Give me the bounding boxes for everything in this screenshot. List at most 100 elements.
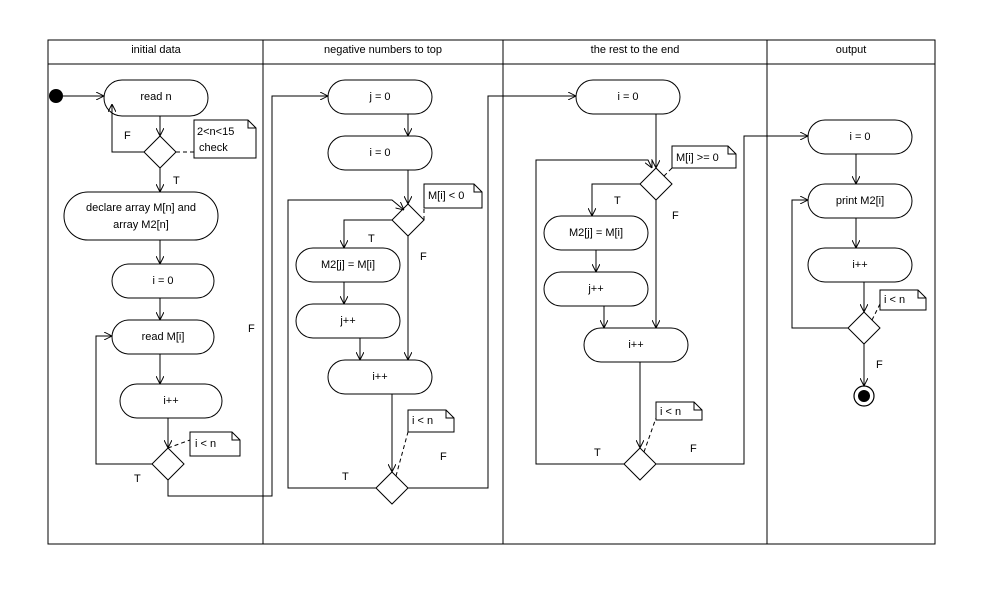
lane-title-output: output [836,44,867,56]
action-label: M2[j] = M[i] [569,227,623,239]
edge [408,96,576,489]
edge [95,336,152,465]
action-label: j++ [587,283,603,295]
note-link [395,431,409,477]
action-j-increment [543,271,649,307]
action-label: i = 0 [152,275,173,287]
action-label: array M2[n] [113,219,169,231]
action-read-mi [111,319,215,355]
note-negative [423,183,483,209]
edge [592,183,640,216]
action-j-increment [295,303,401,339]
guard-label: F [440,451,447,463]
action-i-increment [119,383,223,419]
guard-label: T [614,195,621,207]
swimlanes: initial data negative numbers to top the… [47,39,936,545]
action-print-m2 [807,183,913,219]
note-fold [445,410,454,419]
guard-label: F [124,130,131,142]
action-i-zero [575,79,681,115]
note-link [167,439,191,449]
guard-label: T [134,473,141,485]
action-label: declare array M[n] and [86,202,196,214]
lane-rest-to-end: i = 0 M[i] >= 0 T F M2[j] = M[i] j++ i++… [535,79,808,481]
lane-output: i = 0 print M2[i] i++ i < n F [791,119,927,407]
action-label: print M2[i] [836,195,884,207]
lane-initial-data: read n F 2<n<15 check T declare array M[… [49,79,328,497]
lane-title-rest-to-end: the rest to the end [591,44,680,56]
note-link [643,417,657,453]
guard-label: F [690,443,697,455]
decision-loop [151,447,185,481]
action-i-increment [327,359,433,395]
decision-check-n [143,135,177,169]
note-fold [473,184,482,193]
note-label: 2<n<15 [197,126,234,138]
note-label: M[i] < 0 [428,190,464,202]
edge [167,96,328,497]
guard-label: T [368,233,375,245]
note-link [663,167,673,177]
guard-label: F [876,359,883,371]
note-loop [407,409,455,433]
note-fold [693,402,702,411]
guard-label: T [594,447,601,459]
note-fold [231,432,240,441]
decision-loop [375,471,409,505]
note-loop [879,289,927,311]
lane-title-initial-data: initial data [131,44,181,56]
action-declare-arrays [63,191,219,241]
note-loop [655,401,703,421]
guard-label: F [420,251,427,263]
note-label: i < n [195,438,216,450]
edge [535,160,652,465]
decision-loop [847,311,881,345]
action-label: j++ [339,315,355,327]
action-label: read n [140,91,171,103]
note-non-negative [671,145,737,169]
final-node-core [858,390,870,402]
action-label: i++ [163,395,178,407]
lane-title-negative-numbers: negative numbers to top [324,44,442,56]
action-i-zero [327,135,433,171]
note-label: M[i] >= 0 [676,152,719,164]
action-label: i = 0 [369,147,390,159]
action-label: i = 0 [849,131,870,143]
note-fold [247,120,256,129]
guard-label: F [672,210,679,222]
note-label: i < n [884,294,905,306]
action-label: j = 0 [368,91,390,103]
action-j-zero [327,79,433,115]
edge [111,108,144,153]
action-i-zero [111,263,215,299]
edge [656,136,808,465]
action-label: i++ [628,339,643,351]
action-label: i = 0 [617,91,638,103]
action-label: read M[i] [142,331,185,343]
initial-node [49,89,63,103]
decision-loop [623,447,657,481]
decision-non-negative [639,167,673,201]
note-fold [917,290,926,299]
note-loop [189,431,241,457]
guard-label: T [173,175,180,187]
action-copy-negative [295,247,401,283]
action-i-increment [583,327,689,363]
note-label: i < n [660,406,681,418]
decision-negative [391,203,425,237]
edge [344,219,392,248]
note-fold [727,146,736,155]
action-label: i++ [372,371,387,383]
note-link [871,303,881,321]
edge [791,200,848,329]
note-check-n [193,119,257,159]
note-label: check [199,142,228,154]
action-label: i++ [852,259,867,271]
action-read-n [103,79,209,117]
action-label: M2[j] = M[i] [321,259,375,271]
note-label: i < n [412,415,433,427]
lane-negative-numbers: j = 0 i = 0 M[i] < 0 T F M2[j] = M[i] j+… [287,79,576,505]
edge [287,199,404,489]
action-i-increment [807,247,913,283]
